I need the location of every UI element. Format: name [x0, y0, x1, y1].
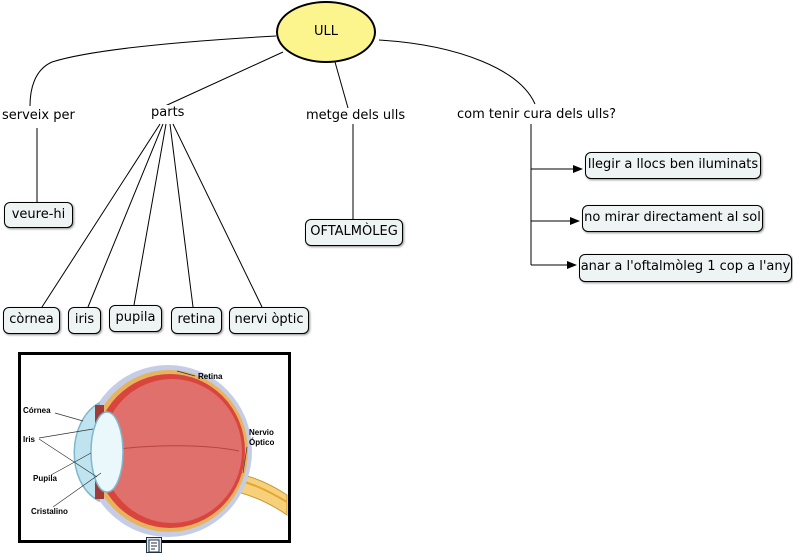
- eye-drawing: Retina Córnea Iris Pupila Cristalino Ner…: [23, 365, 288, 537]
- link-label-serveix-per: serveix per: [0, 108, 77, 124]
- link-parts-cornea: [41, 123, 161, 308]
- label-optico: Óptico: [249, 438, 274, 447]
- link-label-parts: parts: [149, 105, 187, 121]
- concept-nervi-optic[interactable]: nervi òptic: [229, 307, 309, 334]
- concept-retina[interactable]: retina: [171, 307, 222, 334]
- link-parts-pupila: [133, 123, 167, 306]
- label-retina: Retina: [198, 372, 223, 381]
- concept-anar[interactable]: anar a l'oftalmòleg 1 cop a l'any: [579, 254, 792, 282]
- document-icon-glyph: [148, 539, 160, 553]
- link-root-parts: [164, 51, 284, 107]
- eye-vitreous: [102, 379, 242, 523]
- label-cornea: Córnea: [23, 406, 51, 415]
- concept-no-mirar[interactable]: no mirar directament al sol: [582, 205, 763, 232]
- concept-veure-hi[interactable]: veure-hi: [4, 202, 73, 228]
- concept-pupila[interactable]: pupila: [109, 305, 162, 332]
- lens-shape: [90, 411, 124, 493]
- link-label-cura: com tenir cura dels ulls?: [455, 107, 619, 123]
- link-parts-nervi: [172, 123, 263, 308]
- link-root-metge: [334, 61, 349, 109]
- label-iris: Iris: [23, 435, 36, 444]
- root-concept-ull[interactable]: ULL: [276, 1, 376, 63]
- concept-cornea[interactable]: còrnea: [3, 307, 60, 334]
- link-root-serveix: [29, 35, 277, 107]
- label-pupila: Pupila: [33, 474, 58, 483]
- concept-iris[interactable]: iris: [68, 307, 101, 334]
- link-parts-retina: [169, 123, 194, 308]
- concept-llegir[interactable]: llegir a llocs ben iluminats: [585, 152, 761, 179]
- link-parts-iris: [87, 123, 164, 308]
- link-root-cura: [378, 39, 536, 105]
- document-icon[interactable]: [146, 537, 162, 553]
- label-cristalino: Cristalino: [31, 507, 68, 516]
- label-nervio: Nervio: [249, 428, 274, 437]
- eye-anatomy-illustration: Retina Córnea Iris Pupila Cristalino Ner…: [18, 352, 291, 543]
- concept-oftalmoleg[interactable]: OFTALMÒLEG: [305, 219, 403, 246]
- link-label-metge: metge dels ulls: [304, 108, 408, 124]
